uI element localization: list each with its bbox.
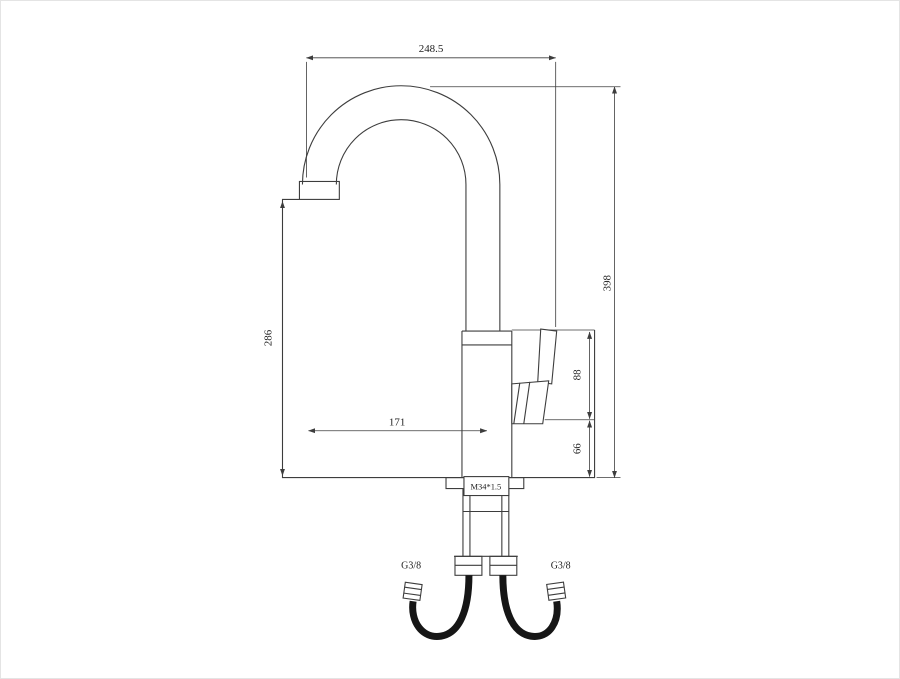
thread-label-box [463,476,510,497]
handle-boss-line-2 [513,382,521,424]
dimension-lines [279,55,621,478]
hose-fittings [402,581,567,602]
supply-hoses [409,575,561,640]
dim-width-label: 248.5 [419,43,444,55]
dim-base-zone-label: 66 [572,443,584,454]
faucet-body [461,330,513,478]
handle-boss [511,380,550,425]
spout-outer-arc [301,85,501,332]
handle-lever [537,328,558,385]
dim-height-total-label: 398 [602,274,614,291]
dimension-labels: 248.5 398 286 171 88 66 M34*1.5 G3/8 G3/… [263,43,614,571]
thread-size-label: M34*1.5 [470,482,501,492]
dim-reach-label: 171 [389,417,405,429]
hose-right-label: G3/8 [551,560,571,571]
dim-handle-zone-label: 88 [572,369,584,380]
left-hose-fitting [402,581,423,602]
mounting-shank [462,488,510,557]
left-hose [409,575,473,640]
hose-left-label: G3/8 [401,560,421,571]
faucet-outline [281,85,596,576]
reference-box [281,198,596,479]
spout-inner-arc [335,119,467,332]
right-hose [499,575,561,640]
right-hose-fitting [546,581,567,601]
handle-boss-line-1 [523,381,531,424]
dim-height-spout-label: 286 [263,329,275,346]
spout-aerator [298,180,340,200]
